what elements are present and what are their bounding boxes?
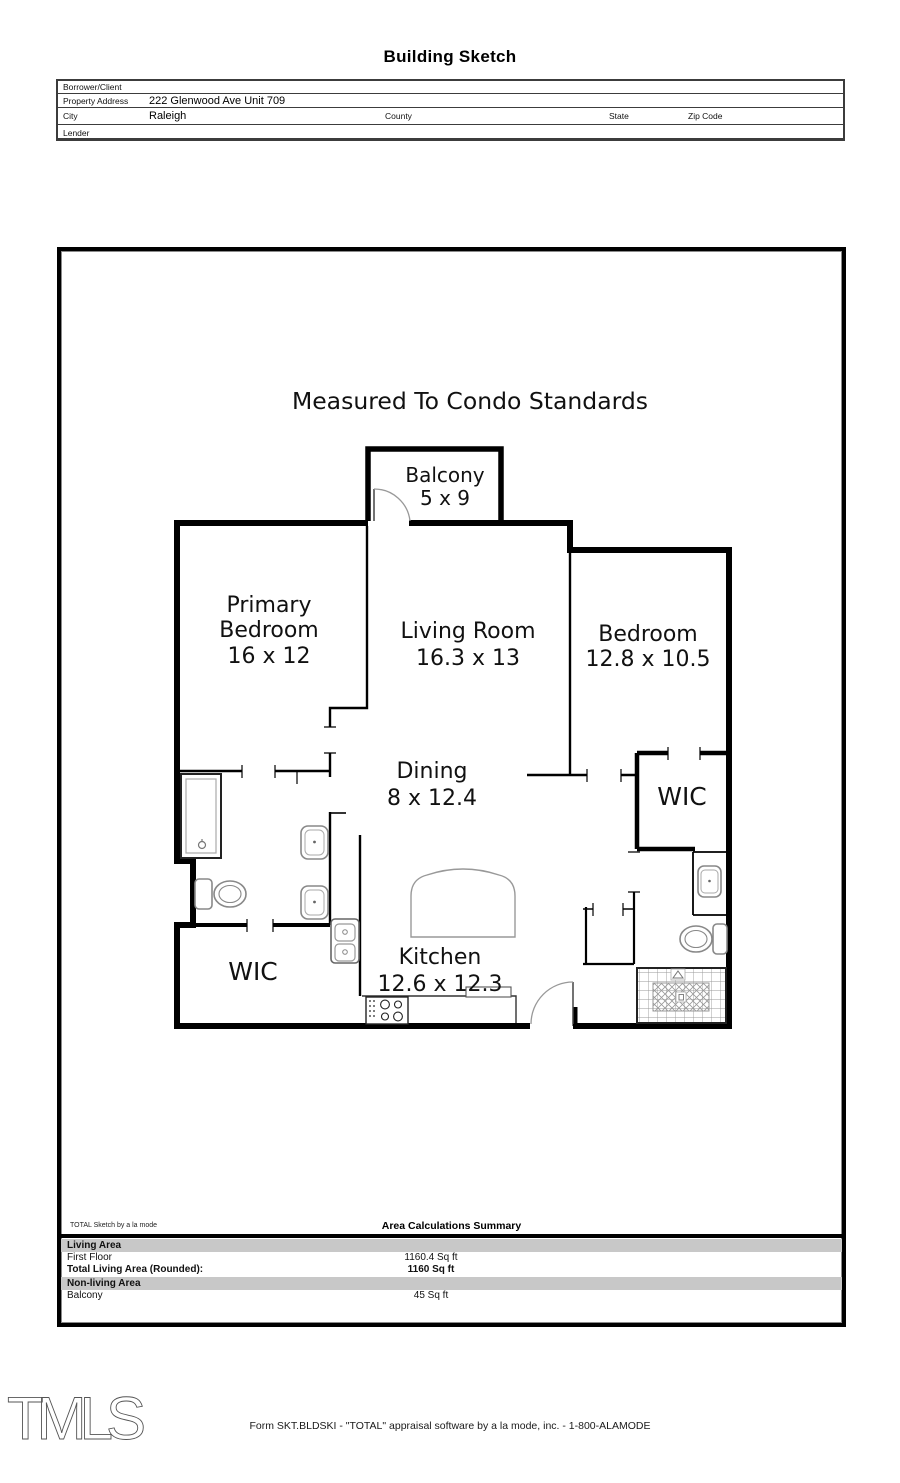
- living-room-label: Living Room: [400, 619, 535, 644]
- property-info-table: Borrower/Client Property Address 222 Gle…: [56, 79, 845, 141]
- property-address-row: Property Address 222 Glenwood Ave Unit 7…: [58, 94, 843, 108]
- vanity-sink-icons-left: [300, 825, 329, 920]
- total-living-area-label: Total Living Area (Rounded):: [67, 1264, 204, 1275]
- dining-label: Dining: [396, 759, 467, 784]
- area-calculations-summary: TOTAL Sketch by a la mode Area Calculati…: [61, 1217, 842, 1302]
- kitchen-sink-icon: [330, 918, 360, 964]
- wic-right-label: WIC: [657, 782, 707, 811]
- first-floor-label: First Floor: [67, 1252, 112, 1263]
- kitchen-label: Kitchen: [399, 945, 482, 970]
- total-living-area-value: 1160 Sq ft: [407, 1264, 455, 1275]
- balcony-walls: [365, 446, 504, 523]
- lender-row: Lender: [58, 125, 843, 140]
- city-value: Raleigh: [149, 110, 187, 122]
- zip-code-label: Zip Code: [688, 111, 723, 121]
- living-room-dims: 16.3 x 13: [416, 646, 520, 671]
- primary-bedroom-label-2: Bedroom: [219, 618, 319, 643]
- stove-icon: [365, 996, 409, 1025]
- balcony-door: [373, 488, 411, 522]
- nonliving-area-band: Non-living Area: [61, 1277, 842, 1290]
- balcony-area-row: Balcony 45 Sq ft: [61, 1290, 842, 1302]
- first-floor-row: First Floor 1160.4 Sq ft: [61, 1252, 842, 1264]
- balcony-area-label: Balcony: [67, 1290, 103, 1301]
- property-address-label: Property Address: [63, 95, 129, 106]
- page-title: Building Sketch: [383, 47, 517, 66]
- summary-title: Area Calculations Summary: [381, 1220, 522, 1232]
- interior-walls: [177, 526, 726, 1026]
- bedroom-label: Bedroom: [598, 622, 698, 647]
- toilet-right-icon: [679, 923, 728, 955]
- total-living-area-row: Total Living Area (Rounded): 1160 Sq ft: [61, 1264, 842, 1276]
- borrower-row: Borrower/Client: [58, 81, 843, 94]
- outer-walls: [174, 446, 732, 1029]
- county-label: County: [385, 111, 412, 121]
- borrower-label: Borrower/Client: [63, 82, 122, 92]
- plan-heading: Measured To Condo Standards: [292, 387, 648, 415]
- kitchen-dims: 12.6 x 12.3: [378, 972, 503, 997]
- entry-door: [530, 981, 574, 1025]
- living-area-band: Living Area: [61, 1239, 842, 1252]
- first-floor-value: 1160.4 Sq ft: [404, 1252, 458, 1263]
- door-jamb-ticks: [241, 726, 701, 932]
- toilet-left-icon: [194, 878, 247, 910]
- city-state-row: City Raleigh County State Zip Code: [58, 108, 843, 125]
- sketch-credit: TOTAL Sketch by a la mode: [70, 1222, 158, 1229]
- floor-plan-svg: Measured To Condo Standards Balcony 5 x …: [174, 387, 732, 1029]
- shower-right-icon: [636, 967, 727, 1024]
- summary-divider: [61, 1234, 842, 1238]
- shower-left-icon: [180, 773, 222, 859]
- city-label: City: [63, 111, 78, 121]
- wic-left-label: WIC: [228, 957, 278, 986]
- sketch-border-box: Measured To Condo Standards Balcony 5 x …: [57, 247, 846, 1327]
- property-address-value: 222 Glenwood Ave Unit 709: [149, 94, 286, 107]
- balcony-dims: 5 x 9: [420, 486, 470, 510]
- lender-label: Lender: [63, 127, 90, 138]
- svg-text:TMLS: TMLS: [7, 1385, 144, 1452]
- balcony-label: Balcony: [405, 463, 484, 487]
- primary-bedroom-dims: 16 x 12: [228, 644, 311, 669]
- kitchen-island-icon: [410, 868, 516, 938]
- bedroom-dims: 12.8 x 10.5: [586, 647, 711, 672]
- vanity-sink-icon-right: [697, 865, 722, 898]
- primary-bedroom-label-1: Primary: [226, 593, 311, 618]
- form-footer-text: Form SKT.BLDSKI - "TOTAL" appraisal soft…: [249, 1420, 651, 1432]
- balcony-area-value: 45 Sq ft: [413, 1290, 449, 1301]
- kitchen-counter: [362, 986, 517, 1023]
- summary-header: TOTAL Sketch by a la mode Area Calculati…: [61, 1217, 842, 1234]
- state-label: State: [609, 111, 629, 121]
- tmls-logo: TMLS: [7, 1385, 152, 1453]
- dining-dims: 8 x 12.4: [387, 786, 477, 811]
